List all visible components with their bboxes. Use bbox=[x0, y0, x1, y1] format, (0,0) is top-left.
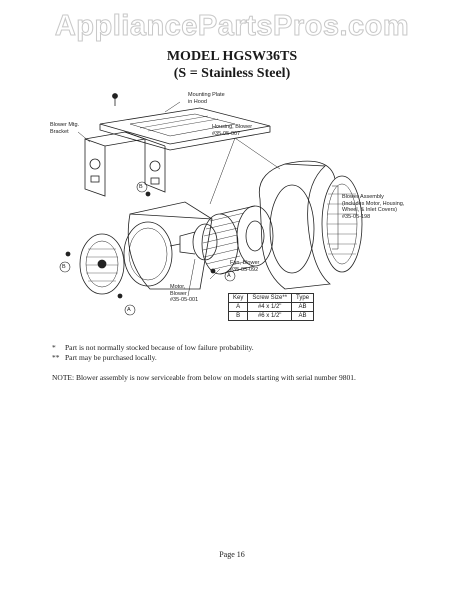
serial-number-note: NOTE: Blower assembly is now serviceable… bbox=[52, 373, 356, 382]
callout-a-fan: A bbox=[227, 273, 231, 279]
header-key: Key bbox=[227, 293, 249, 303]
page-number: Page 16 bbox=[219, 550, 245, 559]
footnote-not-stocked: *Part is not normally stocked because of… bbox=[52, 343, 254, 352]
leader-lines bbox=[77, 101, 339, 297]
page-title: MODEL HGSW36TS (S = Stainless Steel) bbox=[0, 48, 464, 82]
label-housing-blower: Housing, Blower #35-05-007 bbox=[212, 124, 253, 137]
footnotes: *Part is not normally stocked because of… bbox=[52, 343, 432, 383]
title-model: MODEL HGSW36TS bbox=[166, 49, 298, 64]
mounting-plate-part bbox=[99, 107, 271, 151]
blower-wheel-part bbox=[201, 205, 274, 275]
label-blower-assembly: Blower Assembly (Includes Motor, Housing… bbox=[342, 194, 405, 220]
screws bbox=[65, 191, 216, 299]
top-screw-part bbox=[112, 93, 118, 106]
table-row: A #4 x 1/2" AB bbox=[227, 302, 315, 312]
key-table-header: Key Screw Size** Type bbox=[227, 293, 315, 303]
housing-left-part bbox=[123, 201, 213, 290]
housing-right-part bbox=[258, 160, 336, 290]
motor-part bbox=[169, 223, 218, 261]
table-row: B #6 x 1/2" AB bbox=[227, 311, 315, 321]
blower-bracket-part bbox=[84, 131, 166, 197]
diagram-drawing bbox=[59, 93, 363, 316]
callout-b-upper: B bbox=[139, 184, 143, 190]
header-type: Type bbox=[291, 293, 315, 303]
screw-key-table: Key Screw Size** Type A #4 x 1/2" AB B #… bbox=[227, 293, 315, 321]
callout-a-lower: A bbox=[127, 307, 131, 313]
footnote-purchase-locally: **Part may be purchased locally. bbox=[52, 353, 157, 362]
label-blower-mtg-bracket: Blower Mtg. Bracket bbox=[50, 122, 80, 135]
title-subtitle: (S = Stainless Steel) bbox=[173, 66, 291, 81]
site-watermark: AppliancePartsPros.com bbox=[54, 10, 410, 43]
callout-b-left: B bbox=[62, 264, 66, 270]
inlet-cover-left-part bbox=[79, 233, 125, 295]
callout-circles bbox=[59, 181, 236, 316]
label-mounting-plate: Mounting Plate in Hood bbox=[188, 92, 225, 105]
label-motor-blower: Motor, Blower #35-05-001 bbox=[170, 284, 199, 303]
exploded-parts-diagram: B B A A Mounting Plate in Hood Blower Mt… bbox=[30, 84, 440, 324]
inlet-cover-right-part bbox=[321, 175, 363, 273]
label-fan-blower: Fan, Blower #35-05-092 bbox=[230, 260, 260, 273]
header-screw-size: Screw Size** bbox=[247, 293, 293, 303]
